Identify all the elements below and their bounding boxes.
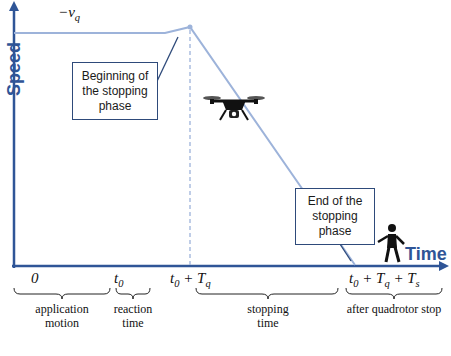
axis-title: Time	[405, 244, 447, 265]
callout-box: End of the stopping phase	[295, 188, 375, 245]
tick-label: t0 + Tq	[170, 270, 211, 289]
drone-icon	[203, 96, 265, 120]
speed-value: −vq	[58, 4, 80, 23]
callout-box: Beginning of the stopping phase	[72, 62, 158, 120]
brace	[346, 288, 442, 299]
callout-text: Beginning of the stopping phase	[79, 69, 151, 114]
leader-line	[340, 244, 351, 261]
tick-label: t0	[114, 270, 123, 289]
phase-label: after quadrotor stop	[346, 303, 442, 317]
phase-label: reaction time	[108, 303, 158, 331]
brace	[14, 288, 110, 299]
tick-label: t0 + Tq + Ts	[349, 270, 420, 289]
phase-label: stopping time	[238, 303, 298, 331]
brace	[116, 288, 150, 299]
x-axis	[12, 265, 440, 268]
y-arrow	[9, 1, 19, 11]
phase-label: application motion	[24, 303, 100, 331]
axis-title: Speed	[4, 42, 25, 96]
curve-point	[188, 25, 193, 30]
person-icon	[378, 224, 404, 262]
tick-label: 0	[31, 270, 39, 287]
brace	[196, 288, 338, 299]
callout-text: End of the stopping phase	[302, 194, 368, 239]
dashed-marker	[189, 30, 190, 265]
